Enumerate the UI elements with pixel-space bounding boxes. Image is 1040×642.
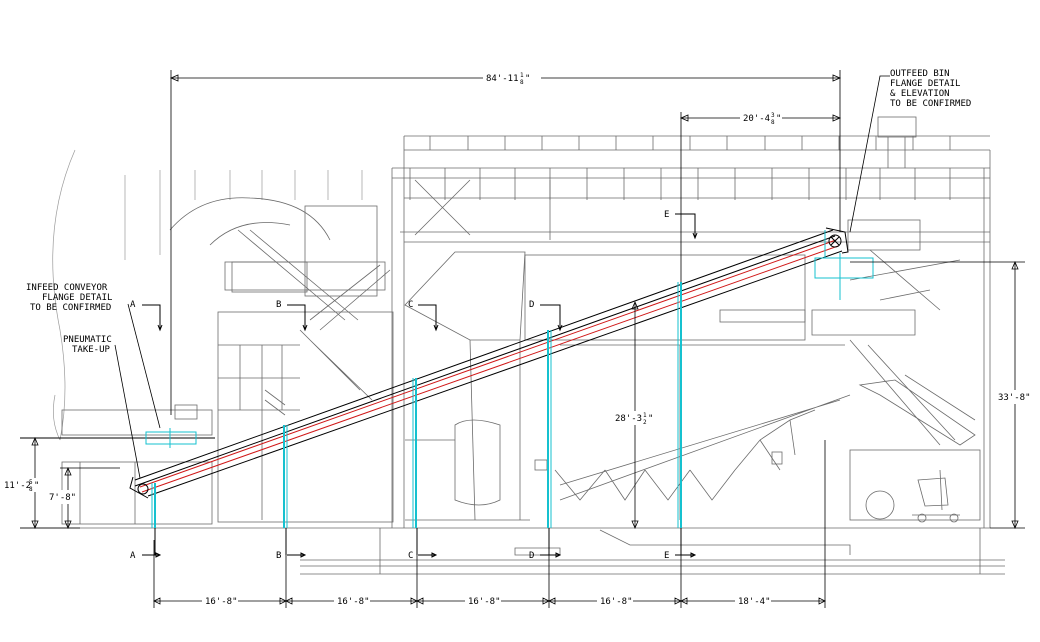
overall-dim-num: 1 <box>520 72 524 79</box>
rise-dim-text: 28'-3 <box>615 414 642 424</box>
section-c-top: C <box>408 300 413 310</box>
overall-dim-den: 8 <box>520 79 524 86</box>
section-markers <box>142 213 698 558</box>
top-right-dimension-label: 20'-4 3 8 " <box>740 111 782 126</box>
section-c-bottom: C <box>408 551 413 561</box>
infeed-note-line-1: INFEED CONVEYOR <box>26 283 108 293</box>
conveyor-supports <box>145 230 874 528</box>
head-pulley <box>828 234 842 248</box>
outfeed-note-line-2: FLANGE DETAIL <box>890 79 960 89</box>
background-structure <box>20 116 1005 575</box>
infeed-flange <box>145 431 197 445</box>
infeed-elev-den: 8 <box>29 486 33 493</box>
svg-text:": " <box>648 414 653 424</box>
infeed-elev-num: 5 <box>29 479 33 486</box>
outfeed-flange <box>814 257 874 279</box>
lower-elevation-label: 7'-8" <box>47 490 77 504</box>
outfeed-note-line-1: OUTFEED BIN <box>890 69 950 79</box>
infeed-note-line-3: TO BE CONFIRMED <box>30 303 111 313</box>
section-labels: A A B B C C D D E E <box>130 210 669 561</box>
tail-pulley <box>137 483 149 495</box>
outfeed-elevation-label: 33'-8" <box>996 390 1034 404</box>
spacing-2-label: 16'-8" <box>337 597 370 607</box>
outfeed-note-line-4: TO BE CONFIRMED <box>890 99 971 109</box>
rise-dim-num: 1 <box>643 412 647 419</box>
dimension-labels: 84'-11 1 8 " 20'-4 3 8 " 28'-3 1 2 " 33'… <box>2 71 1034 607</box>
section-d-top: D <box>529 300 534 310</box>
section-e-top: E <box>664 210 669 220</box>
takeup-note: PNEUMATIC TAKE-UP <box>63 335 112 355</box>
section-b-bottom: B <box>276 551 281 561</box>
spacing-3-label: 16'-8" <box>468 597 501 607</box>
rise-dimension-label: 28'-3 1 2 " <box>612 411 660 426</box>
outfeed-note-line-3: & ELEVATION <box>890 89 950 99</box>
infeed-note: INFEED CONVEYOR FLANGE DETAIL TO BE CONF… <box>26 283 112 313</box>
section-b-top: B <box>276 300 281 310</box>
infeed-elevation-label: 11'-2 5 8 " <box>2 478 44 493</box>
section-d-bottom: D <box>529 551 534 561</box>
outfeed-note: OUTFEED BIN FLANGE DETAIL & ELEVATION TO… <box>890 69 971 109</box>
spacing-labels: 16'-8" 16'-8" 16'-8" 16'-8" 18'-4" <box>202 595 771 607</box>
section-a-bottom: A <box>130 551 136 561</box>
svg-text:": " <box>34 481 39 491</box>
spacing-5-label: 18'-4" <box>738 597 771 607</box>
rise-dim-den: 2 <box>643 419 647 426</box>
svg-text:": " <box>776 114 781 124</box>
svg-text:": " <box>525 74 530 84</box>
section-e-bottom: E <box>664 551 669 561</box>
takeup-note-line-1: PNEUMATIC <box>63 335 112 345</box>
drawing-notes: OUTFEED BIN FLANGE DETAIL & ELEVATION TO… <box>26 69 971 355</box>
top-right-dim-den: 8 <box>771 119 775 126</box>
dimension-lines <box>20 70 1025 608</box>
overall-dim-text: 84'-11 <box>486 74 519 84</box>
spacing-4-label: 16'-8" <box>600 597 633 607</box>
inclined-conveyor <box>129 227 849 499</box>
section-a-top: A <box>130 300 136 310</box>
outfeed-elev-text: 33'-8" <box>998 393 1031 403</box>
takeup-note-line-2: TAKE-UP <box>72 345 111 355</box>
infeed-elev-text: 11'-2 <box>4 481 31 491</box>
top-right-dim-num: 3 <box>771 112 775 119</box>
top-right-dim-text: 20'-4 <box>743 114 770 124</box>
spacing-1-label: 16'-8" <box>205 597 238 607</box>
infeed-note-line-2: FLANGE DETAIL <box>42 293 112 303</box>
overall-dimension-label: 84'-11 1 8 " <box>483 71 541 86</box>
lower-elev-text: 7'-8" <box>49 493 76 503</box>
